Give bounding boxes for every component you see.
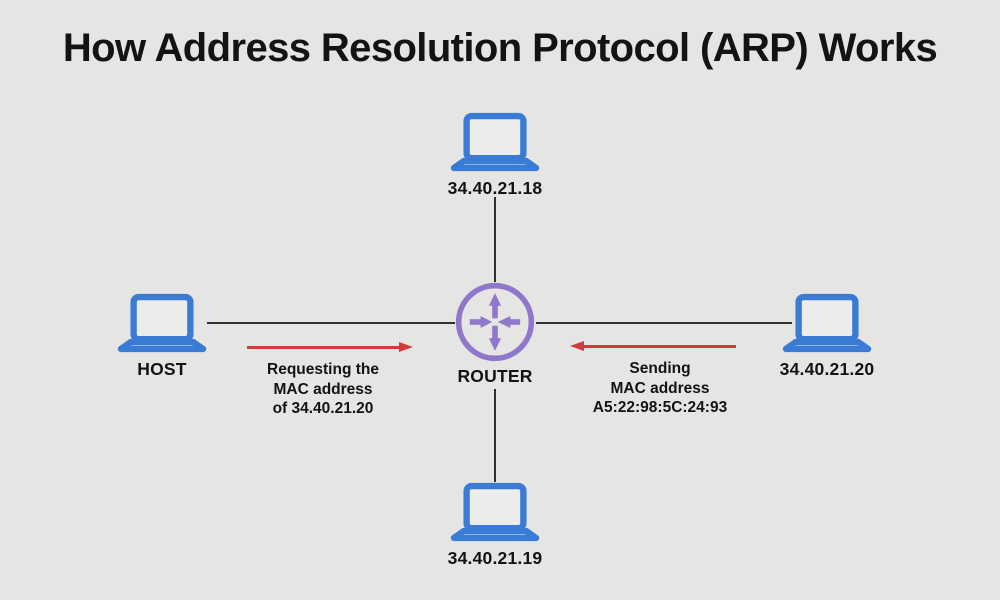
laptop-icon bbox=[450, 482, 540, 542]
reply-message-line: A5:22:98:5C:24:93 bbox=[592, 399, 728, 416]
link-router-to-bottom bbox=[494, 389, 496, 482]
request-message-line: Requesting the bbox=[267, 361, 379, 378]
reply-message-line: Sending bbox=[629, 360, 691, 377]
node-label: ROUTER bbox=[457, 366, 533, 386]
router-icon bbox=[455, 282, 535, 362]
node-label: 34.40.21.19 bbox=[447, 548, 543, 568]
node-laptop-right: 34.40.21.20 bbox=[742, 293, 912, 380]
node-label: HOST bbox=[137, 359, 187, 379]
laptop-icon bbox=[117, 293, 207, 353]
laptop-icon bbox=[450, 112, 540, 172]
node-label: 34.40.21.18 bbox=[447, 178, 543, 198]
node-laptop-host: HOST bbox=[77, 293, 247, 380]
diagram-title: How Address Resolution Protocol (ARP) Wo… bbox=[62, 26, 938, 70]
request-arrow-icon bbox=[247, 342, 413, 353]
request-message-line: of 34.40.21.20 bbox=[272, 400, 374, 417]
reply-message-line: MAC address bbox=[610, 379, 710, 397]
node-router: ROUTER bbox=[410, 281, 580, 387]
reply-arrow-icon bbox=[570, 341, 736, 352]
request-message-line: MAC address bbox=[273, 380, 373, 398]
reply-message: Sending MAC address A5:22:98:5C:24:93 bbox=[545, 359, 775, 418]
request-message: Requesting the MAC address of 34.40.21.2… bbox=[208, 360, 438, 419]
link-router-to-top bbox=[494, 197, 496, 282]
node-label: 34.40.21.20 bbox=[779, 359, 875, 379]
link-host-to-router bbox=[207, 322, 455, 324]
node-laptop-top: 34.40.21.18 bbox=[410, 112, 580, 199]
laptop-icon bbox=[782, 293, 872, 353]
link-router-to-right bbox=[536, 322, 792, 324]
node-laptop-bottom: 34.40.21.19 bbox=[410, 482, 580, 569]
